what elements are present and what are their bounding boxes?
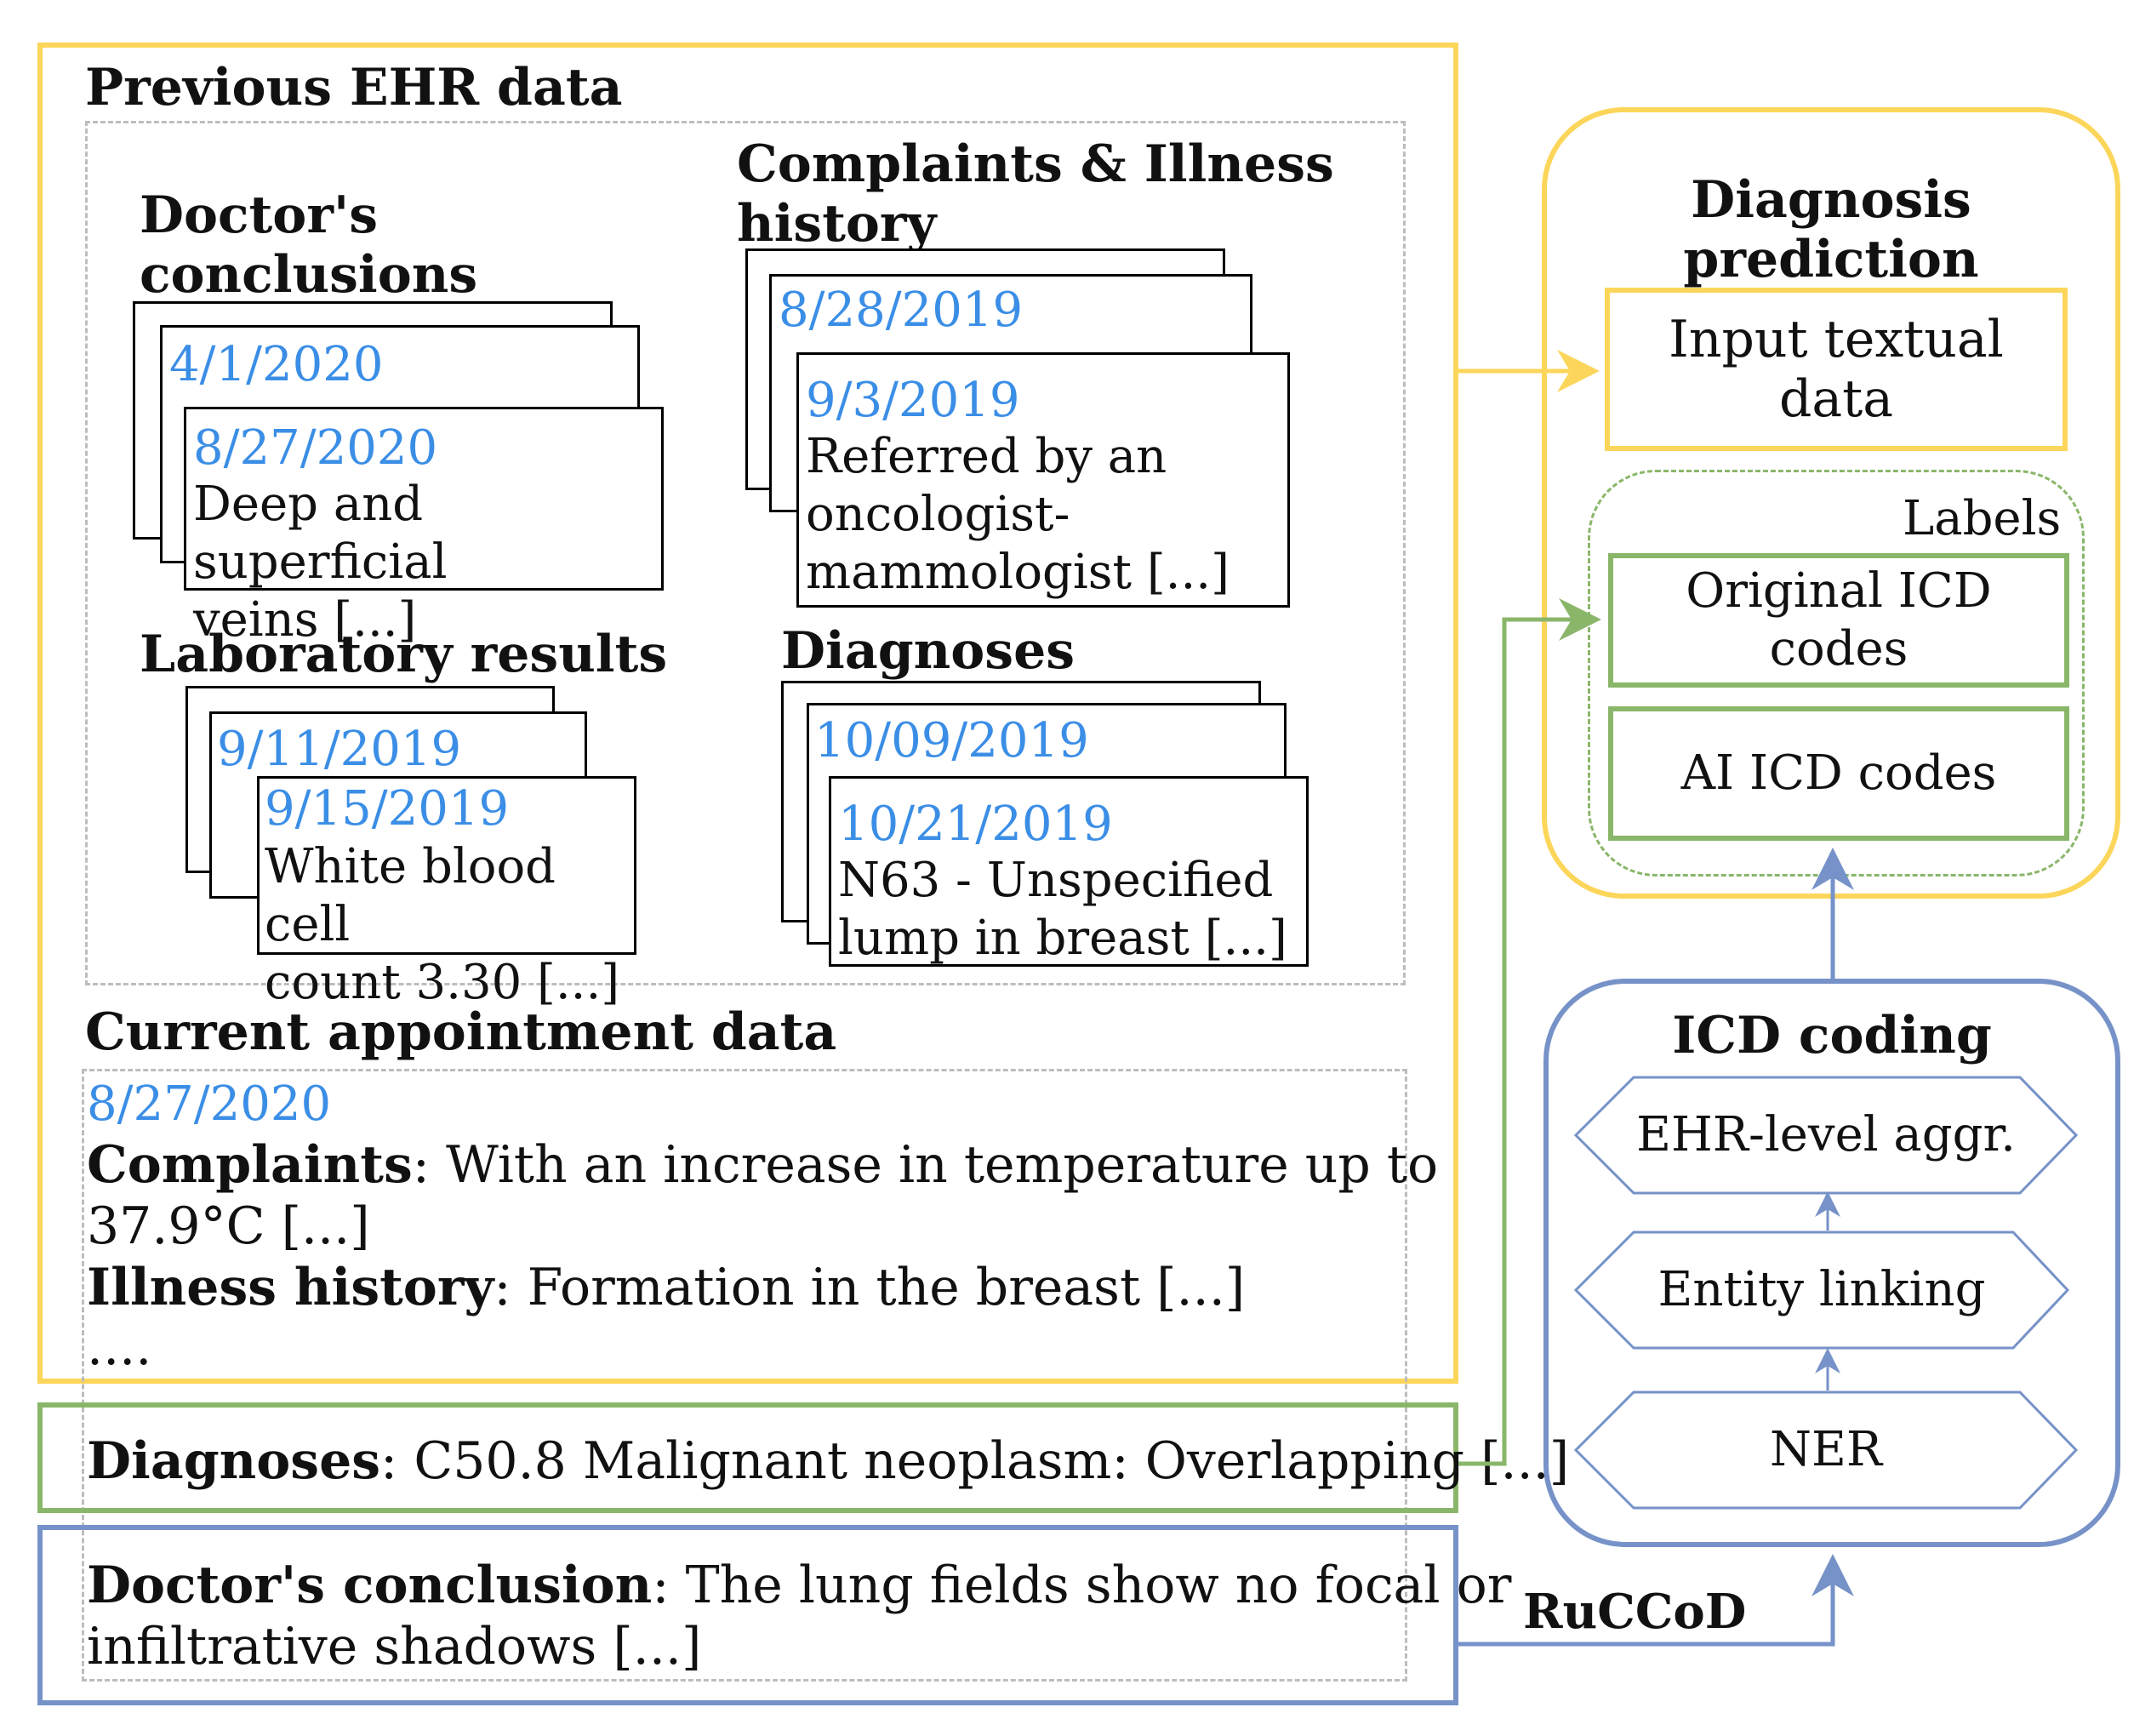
conclusion-value: : The lung fields show no focal or [652, 1556, 1512, 1615]
previous-ehr-area [85, 121, 1406, 985]
current-ellipsis: .... [87, 1317, 152, 1377]
ehr-aggr-hexagon [1573, 1076, 2079, 1195]
diagnoses-to-original-arrow [1458, 598, 1601, 1466]
conclusion-frame [37, 1525, 1458, 1705]
lab-text: White blood cell count 3.30 [...] [265, 839, 620, 1010]
diagnosis-prediction-title: Diagnosis prediction [1683, 170, 1979, 289]
icd-coding-title: ICD coding [1672, 1006, 1992, 1065]
diagnoses-title: Diagnoses [781, 621, 1076, 681]
diagnoses-frame [37, 1402, 1458, 1513]
diagnoses-date-front: 10/21/2019 [838, 797, 1113, 852]
current-complaints: Complaints: With an increase in temperat… [87, 1135, 1438, 1195]
diagnoses-text: N63 - Unspecified lump in breast [...] [838, 853, 1287, 966]
doctors-card-front: 8/27/2020 Deep and superficial veins [..… [184, 407, 664, 648]
laboratory-title: Laboratory results [140, 625, 668, 684]
current-illness: Illness history: Formation in the breast… [87, 1258, 1245, 1317]
original-icd-codes-box: Original ICD codes [1608, 553, 2069, 688]
doctors-conclusions-title: Doctor's conclusions [140, 186, 478, 305]
input-textual-data-box: Input textual data [1605, 288, 2068, 451]
doctors-date-back: 4/1/2020 [169, 337, 384, 392]
illness-value: : Formation in the breast [...] [494, 1258, 1246, 1317]
doctors-date-front: 8/27/2020 [193, 420, 438, 476]
current-conclusion: Doctor's conclusion: The lung fields sho… [87, 1556, 1511, 1615]
diagnoses-card-front: 10/21/2019 N63 - Unspecified lump in bre… [829, 776, 1309, 967]
ai-icd-codes-box: AI ICD codes [1608, 706, 2069, 841]
conclusion-to-icd-arrow [1458, 1554, 1854, 1647]
complaints-title: Complaints & Illness history [737, 134, 1334, 254]
diagnoses-label: Diagnoses [87, 1431, 381, 1491]
diagnoses-value: : C50.8 Malignant neoplasm: Overlapping … [380, 1431, 1570, 1491]
current-complaints-cont: 37.9°C [...] [87, 1196, 370, 1256]
current-appointment-area [82, 1069, 1407, 1682]
ehr-level-aggr-label: EHR-level aggr. [1636, 1107, 2016, 1162]
doctors-text: Deep and superficial veins [...] [193, 477, 448, 648]
ner-label: NER [1769, 1422, 1883, 1477]
entity-linking-label: Entity linking [1657, 1262, 1986, 1317]
illness-label: Illness history [87, 1258, 494, 1317]
diagnoses-date-back: 10/09/2019 [814, 713, 1089, 768]
complaints-date-back: 8/28/2019 [779, 283, 1024, 338]
previous-ehr-title: Previous EHR data [85, 58, 623, 117]
icd-coding-frame [1543, 979, 2120, 1547]
complaints-card-front: 9/3/2019 Referred by an oncologist- mamm… [796, 352, 1290, 608]
lab-card-front: 9/15/2019 White blood cell count 3.30 [.… [257, 776, 636, 1010]
complaints-value: : With an increase in temperature up to [412, 1135, 1439, 1195]
lab-date-back: 9/11/2019 [217, 722, 462, 777]
current-date: 8/27/2020 [87, 1076, 332, 1132]
lab-date-front: 9/15/2019 [265, 781, 510, 837]
ruccod-label: RuCCoD [1523, 1584, 1747, 1640]
labels-title: Labels [1903, 491, 2062, 546]
complaints-date-front: 9/3/2019 [806, 373, 1020, 428]
ehr-data-frame [37, 43, 1458, 1384]
current-appointment-title: Current appointment data [85, 1002, 837, 1062]
ner-hexagon [1573, 1391, 2079, 1510]
complaints-text: Referred by an oncologist- mammologist [… [806, 429, 1230, 600]
conclusion-label: Doctor's conclusion [87, 1556, 653, 1615]
current-diagnoses: Diagnoses: C50.8 Malignant neoplasm: Ove… [87, 1431, 1569, 1491]
current-conclusion-cont: infiltrative shadows [...] [87, 1617, 702, 1676]
entity-linking-hexagon [1573, 1231, 2070, 1350]
complaints-label: Complaints [87, 1135, 413, 1195]
